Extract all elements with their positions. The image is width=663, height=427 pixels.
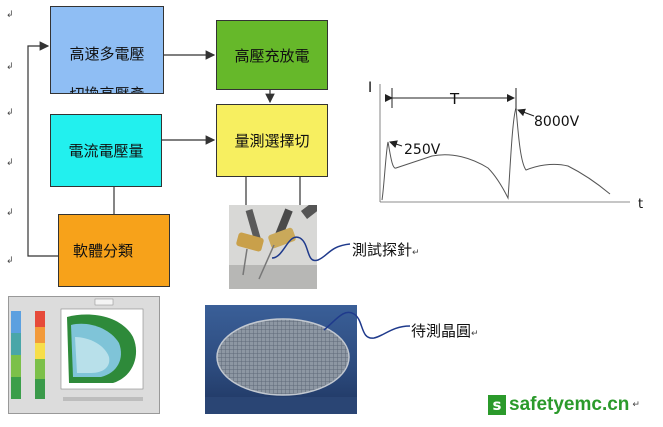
para-mark: ↲: [6, 10, 14, 20]
wafer-callout-squiggle: [323, 311, 411, 339]
logo-s-icon: s: [488, 395, 506, 415]
hv-charge-label: 高壓充放電: [234, 46, 310, 65]
feedback-loop-line: [27, 41, 58, 257]
v2-label: 8000V: [534, 114, 580, 130]
measure-select-label: 量測選擇切: [234, 132, 310, 150]
wafer-label: 待測晶圓↵: [411, 320, 479, 341]
para-mark: ↵: [471, 329, 479, 339]
logo-text: safetyemc.cn: [509, 394, 630, 415]
wafer-illustration: [205, 318, 357, 414]
software-screenshot: [8, 296, 160, 414]
probe-label: 測試探針↵: [352, 239, 420, 260]
period-label: T: [449, 90, 460, 108]
software-label: 軟體分類: [73, 242, 134, 260]
para-mark: ↵: [632, 400, 640, 410]
current-voltage-label: 電流電壓量: [68, 142, 144, 160]
highspeed-line2: 切換高壓產: [69, 85, 145, 94]
para-mark: ↲: [6, 62, 14, 72]
current-waveform: [381, 107, 611, 201]
software-screenshot-illustration: [9, 297, 159, 413]
v1-pointer: [389, 140, 403, 149]
v2-pointer: [517, 108, 535, 117]
probe-illustration: [229, 205, 317, 289]
probe-label-text: 測試探針: [352, 241, 413, 259]
site-logo[interactable]: s safetyemc.cn ↵: [488, 392, 640, 418]
y-axis-label: I: [368, 80, 372, 96]
para-mark: ↲: [6, 158, 14, 168]
para-mark: ↲: [6, 108, 14, 118]
probe-callout-squiggle: [271, 236, 351, 262]
probe-photo: [229, 205, 317, 289]
x-axis-label: t: [638, 197, 643, 212]
para-mark: ↲: [6, 256, 14, 266]
software-block: 軟體分類: [58, 214, 170, 287]
measure-select-block: 量測選擇切: [216, 104, 328, 177]
para-mark: ↵: [412, 248, 420, 258]
hv-charge-block: 高壓充放電: [216, 20, 328, 90]
highspeed-hv-block: 高速多電壓 切換高壓產: [50, 6, 164, 94]
para-mark: ↲: [6, 208, 14, 218]
current-voltage-block: 電流電壓量: [50, 114, 162, 187]
v1-label: 250V: [404, 142, 441, 158]
highspeed-line1: 高速多電壓: [69, 44, 145, 63]
waveform-chart: I T 250V 8000V t: [368, 80, 643, 212]
wafer-label-text: 待測晶圓: [411, 322, 472, 340]
